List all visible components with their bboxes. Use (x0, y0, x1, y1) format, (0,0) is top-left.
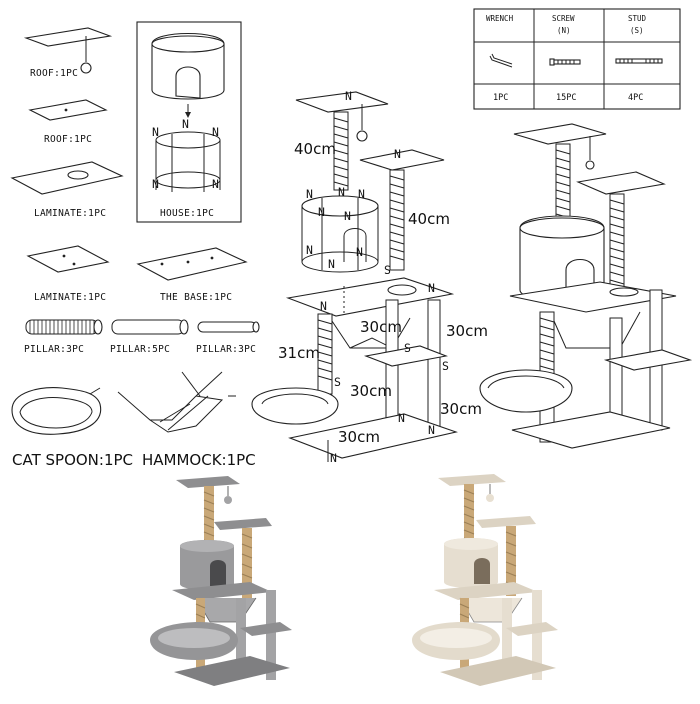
part-pillar-thin: PILLAR:3PC (196, 321, 260, 355)
assembled-line-drawing (479, 123, 693, 449)
part-roof-round-label: ROOF:1PC (30, 68, 78, 79)
diag-n-1: N (345, 89, 352, 103)
diag-n-12: N (320, 299, 327, 313)
house-screw-letter: N (182, 117, 189, 131)
house-n-1: N (152, 125, 159, 139)
diag-n-2: N (338, 185, 345, 199)
diag-s-3: S (442, 359, 449, 373)
table-qty-wrench: 1PC (493, 93, 508, 103)
diag-n-8: N (356, 245, 363, 259)
dim-top-post: 40cm (294, 140, 336, 158)
diag-n-9: N (328, 257, 335, 271)
house-label: HOUSE:1PC (160, 208, 214, 219)
diag-n-3: N (306, 187, 313, 201)
part-roof: ROOF:1PC (28, 99, 108, 145)
table-header-screw: SCREW (552, 14, 575, 23)
wrench-icon (489, 53, 513, 68)
part-pillar-thin-label: PILLAR:3PC (196, 344, 256, 355)
diag-s-2: S (404, 341, 411, 355)
part-roof-round: ROOF:1PC (23, 27, 113, 79)
part-base: THE BASE:1PC (136, 247, 248, 303)
grey-cat-tree-photo (150, 476, 292, 686)
diag-n-15: N (330, 451, 337, 465)
diag-n-7: N (306, 243, 313, 257)
part-laminate-label: LAMINATE:1PC (34, 292, 106, 303)
part-laminate-hole: LAMINATE:1PC (10, 161, 124, 219)
stud-icon (615, 58, 663, 64)
diag-n-4: N (358, 187, 365, 201)
screw-icon (549, 58, 581, 66)
diag-n-10: N (394, 147, 401, 161)
part-laminate: LAMINATE:1PC (26, 245, 110, 303)
diag-n-14: N (428, 423, 435, 437)
part-pillar-sisal: PILLAR:3PC (24, 319, 103, 355)
diag-n-11: N (428, 281, 435, 295)
house-panel: N N N N N HOUSE:1PC (136, 21, 242, 223)
part-pillar-plain-label: PILLAR:5PC (110, 344, 170, 355)
dim-right-post: 40cm (408, 210, 450, 228)
part-roof-label: ROOF:1PC (44, 134, 92, 145)
house-n-4: N (212, 177, 219, 191)
part-laminate-hole-label: LAMINATE:1PC (34, 208, 106, 219)
diag-s-4: S (334, 375, 341, 389)
exploded-assembly-diagram: N N N N N N N N N N N N N N N S S S S 40… (251, 89, 488, 465)
dim-mid-b: 30cm (446, 322, 488, 340)
dim-right-lower: 30cm (440, 400, 482, 418)
part-hammock-label: HAMMOCK:1PC (142, 451, 256, 469)
dim-mid-a: 30cm (360, 318, 402, 336)
part-cat-spoon-label: CAT SPOON:1PC (12, 451, 133, 469)
table-header-stud-code: (S) (630, 26, 644, 35)
table-qty-stud: 4PC (628, 93, 643, 103)
table-header-stud: STUD (628, 14, 647, 23)
diag-n-13: N (398, 411, 405, 425)
beige-cat-tree-photo (412, 474, 558, 686)
part-hammock: HAMMOCK:1PC (117, 371, 256, 469)
house-n-2: N (212, 125, 219, 139)
hardware-table: WRENCH SCREW (N) STUD (S) 1PC 15PC 4PC (473, 8, 681, 110)
table-qty-screw: 15PC (556, 93, 576, 103)
dim-mid-c: 30cm (350, 382, 392, 400)
house-n-3: N (152, 177, 159, 191)
part-pillar-sisal-label: PILLAR:3PC (24, 344, 84, 355)
table-header-wrench: WRENCH (486, 14, 514, 23)
part-pillar-plain: PILLAR:5PC (110, 319, 189, 355)
dim-base-post: 30cm (338, 428, 380, 446)
diag-n-5: N (318, 205, 325, 219)
diag-s-1: S (384, 263, 391, 277)
diag-n-6: N (344, 209, 351, 223)
part-cat-spoon: CAT SPOON:1PC (11, 387, 133, 469)
table-header-screw-code: (N) (557, 26, 571, 35)
part-base-label: THE BASE:1PC (160, 292, 232, 303)
dim-left-lower: 31cm (278, 344, 320, 362)
